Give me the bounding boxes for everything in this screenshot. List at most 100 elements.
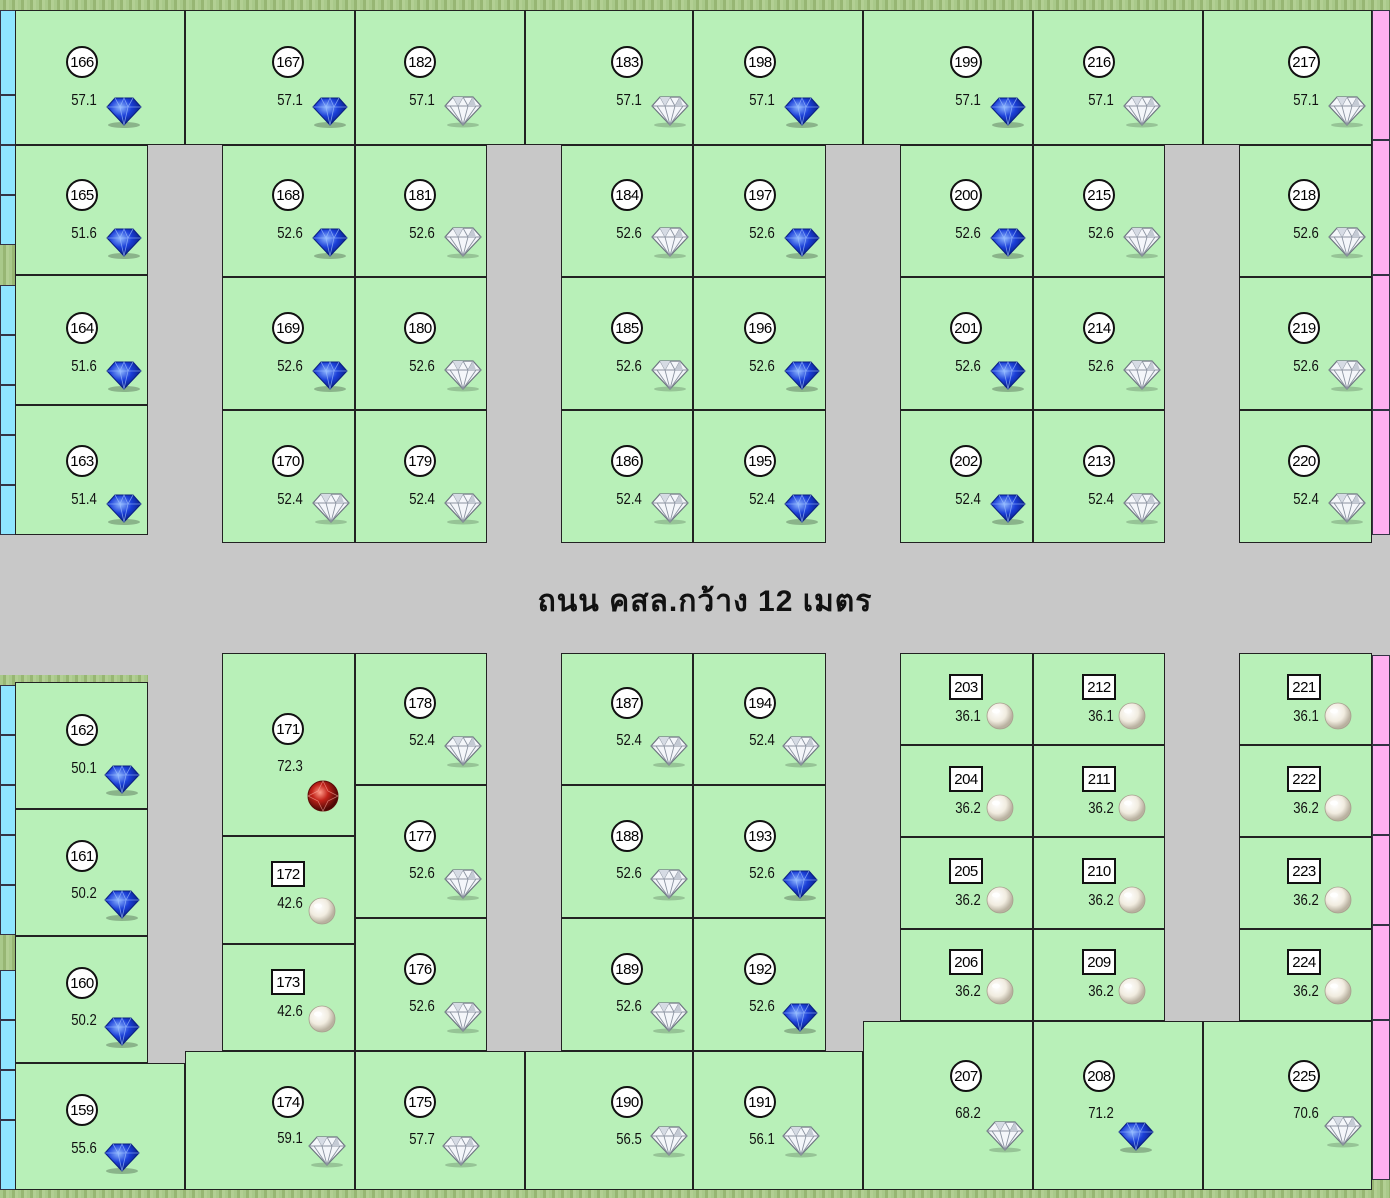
plot-number-badge: 203: [949, 674, 983, 700]
plot-number-badge: 183: [611, 46, 643, 78]
left-edge-strip: [0, 195, 16, 245]
plot-192[interactable]: [693, 918, 826, 1051]
plot-area-value: 57.1: [749, 92, 775, 109]
left-edge-strip: [0, 335, 16, 385]
plot-number-badge: 184: [611, 179, 643, 211]
diamond-icon: [780, 734, 822, 773]
blue-sapphire-icon: [988, 358, 1028, 397]
diamond-icon: [1326, 94, 1368, 133]
plot-194[interactable]: [693, 653, 826, 785]
plot-area-value: 55.6: [71, 1140, 97, 1157]
plot-198[interactable]: [693, 10, 863, 145]
plot-number-badge: 185: [611, 312, 643, 344]
side-road-2: [487, 52, 561, 1142]
plot-173[interactable]: [222, 944, 355, 1051]
diamond-icon: [1326, 358, 1368, 397]
plot-159[interactable]: [15, 1063, 185, 1190]
left-edge-strip: [0, 95, 16, 145]
plot-area-value: 57.1: [1088, 92, 1114, 109]
left-edge-strip: [0, 285, 16, 335]
diamond-icon: [306, 1134, 348, 1173]
plot-161[interactable]: [15, 809, 148, 936]
right-edge-strip: [1372, 925, 1390, 1020]
plot-area-value: 50.2: [71, 885, 97, 902]
plot-number-badge: 200: [950, 179, 982, 211]
diamond-icon: [442, 734, 484, 773]
plot-area-value: 36.2: [1088, 983, 1114, 1000]
plot-number-badge: 191: [744, 1086, 776, 1118]
plot-216[interactable]: [1033, 10, 1203, 145]
plot-167[interactable]: [185, 10, 355, 145]
plot-208[interactable]: [1033, 1021, 1203, 1190]
plot-number-badge: 209: [1082, 949, 1116, 975]
side-road-1: [148, 52, 222, 1142]
plot-number-badge: 162: [66, 714, 98, 746]
plot-number-badge: 167: [272, 46, 304, 78]
plot-number-badge: 166: [66, 46, 98, 78]
plot-area-value: 52.6: [616, 225, 642, 242]
plot-218[interactable]: [1239, 145, 1372, 277]
plot-number-badge: 171: [272, 713, 304, 745]
plot-number-badge: 208: [1083, 1060, 1115, 1092]
plot-number-badge: 161: [66, 840, 98, 872]
plot-182[interactable]: [355, 10, 525, 145]
blue-sapphire-icon: [310, 94, 350, 133]
plot-200[interactable]: [900, 145, 1033, 277]
pearl-icon: [1322, 792, 1354, 829]
plot-area-value: 36.2: [1088, 800, 1114, 817]
diamond-icon: [648, 1124, 690, 1163]
plot-172[interactable]: [222, 836, 355, 944]
blue-sapphire-icon: [310, 225, 350, 264]
blue-sapphire-icon: [104, 94, 144, 133]
plot-area-value: 57.7: [409, 1131, 435, 1148]
plot-191[interactable]: [693, 1051, 863, 1190]
plot-number-badge: 170: [272, 445, 304, 477]
pearl-icon: [1322, 975, 1354, 1012]
plot-area-value: 36.2: [1293, 800, 1319, 817]
plot-area-value: 51.6: [71, 358, 97, 375]
plot-area-value: 52.4: [277, 491, 303, 508]
plot-174[interactable]: [185, 1051, 355, 1190]
blue-sapphire-icon: [1116, 1119, 1156, 1158]
plot-area-value: 52.4: [955, 491, 981, 508]
pearl-icon: [1116, 884, 1148, 921]
plot-224[interactable]: [1239, 929, 1372, 1021]
plot-190[interactable]: [525, 1051, 693, 1190]
plot-199[interactable]: [863, 10, 1033, 145]
plot-206[interactable]: [900, 929, 1033, 1021]
plot-number-badge: 213: [1083, 445, 1115, 477]
plot-number-badge: 225: [1288, 1060, 1320, 1092]
plot-168[interactable]: [222, 145, 355, 277]
plot-number-badge: 219: [1288, 312, 1320, 344]
diamond-icon: [442, 225, 484, 264]
plot-area-value: 52.6: [1293, 225, 1319, 242]
blue-sapphire-icon: [780, 1000, 820, 1039]
left-edge-strip: [0, 685, 16, 735]
plot-area-value: 36.2: [1293, 892, 1319, 909]
diamond-icon: [648, 734, 690, 773]
plot-209[interactable]: [1033, 929, 1165, 1021]
plot-181[interactable]: [355, 145, 487, 277]
plot-area-value: 52.6: [409, 225, 435, 242]
plot-183[interactable]: [525, 10, 693, 145]
right-edge-strip: [1372, 1020, 1390, 1180]
left-edge-strip: [0, 1070, 16, 1120]
plot-number-badge: 159: [66, 1094, 98, 1126]
plot-area-value: 57.1: [616, 92, 642, 109]
left-edge-strip: [0, 485, 16, 535]
plot-197[interactable]: [693, 145, 826, 277]
diamond-icon: [442, 94, 484, 133]
pearl-icon: [1116, 792, 1148, 829]
plot-number-badge: 202: [950, 445, 982, 477]
plot-area-value: 42.6: [277, 1003, 303, 1020]
plot-number-badge: 178: [404, 687, 436, 719]
plot-number-badge: 199: [950, 46, 982, 78]
plot-175[interactable]: [355, 1051, 525, 1190]
plot-207[interactable]: [863, 1021, 1033, 1190]
diamond-icon: [1326, 491, 1368, 530]
plot-number-badge: 224: [1287, 949, 1321, 975]
plot-160[interactable]: [15, 936, 148, 1063]
plot-225[interactable]: [1203, 1021, 1372, 1190]
right-edge-strip: [1372, 410, 1390, 535]
plot-166[interactable]: [15, 10, 185, 145]
